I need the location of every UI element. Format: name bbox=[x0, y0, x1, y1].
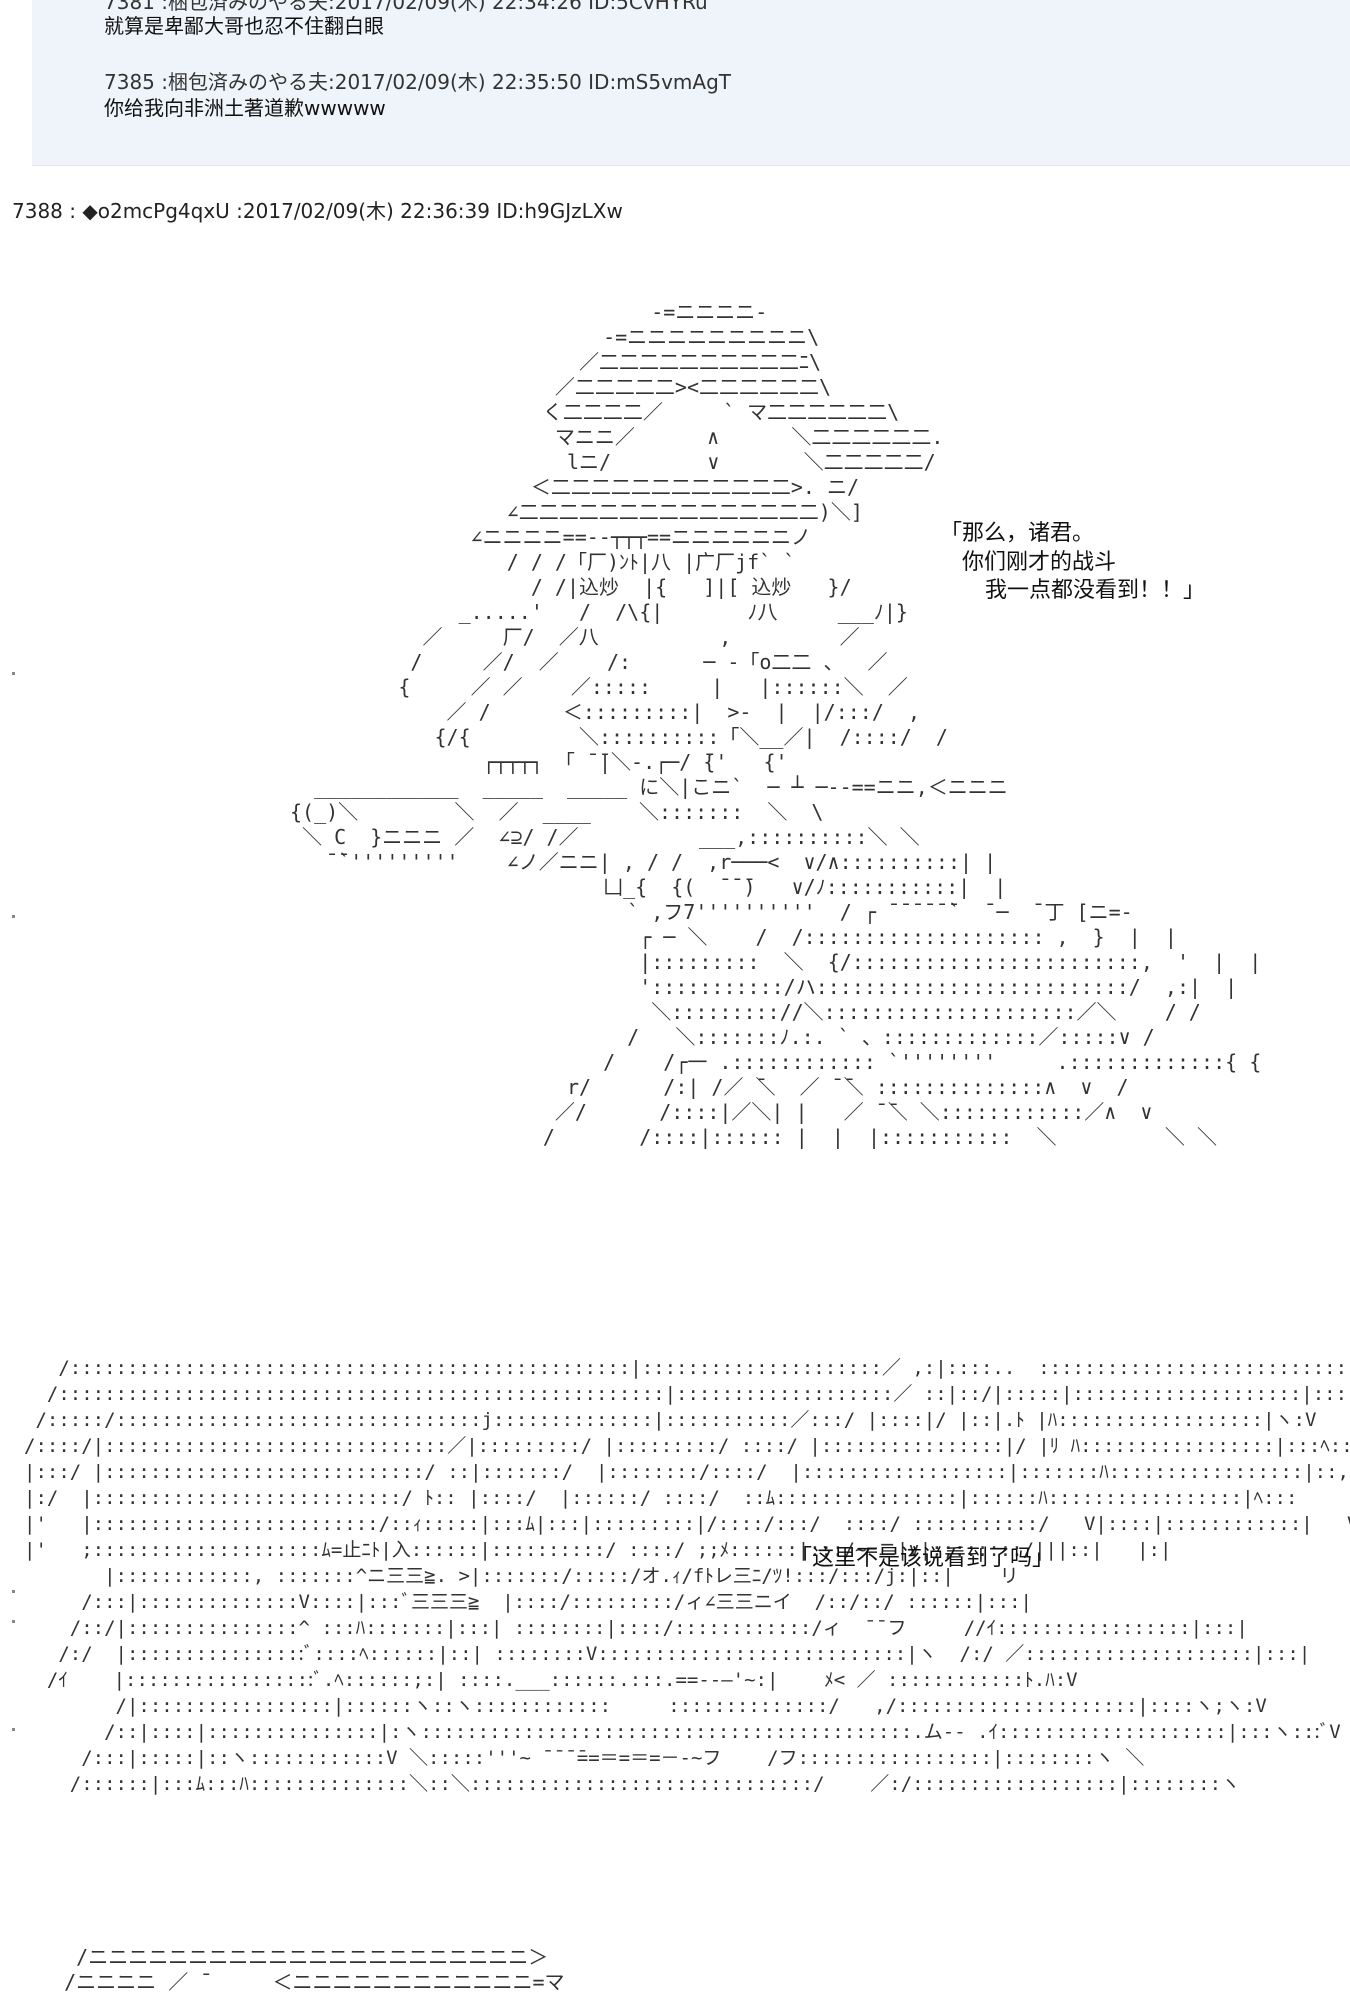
post-header: 7388 : ◆o2mcPg4qxU :2017/02/09(木) 22:36:… bbox=[12, 199, 623, 223]
margin-dot bbox=[12, 672, 15, 675]
quoted-post-meta: 7385 :梱包済みのやる夫:2017/02/09(木) 22:35:50 ID… bbox=[104, 70, 732, 94]
quoted-post-text: 就算是卑鄙大哥也忍不住翻白眼 bbox=[104, 14, 384, 38]
speech-bubble-line: 我一点都没看到！！」 bbox=[985, 578, 1206, 603]
speech-bubble-line: 你们刚才的战斗 bbox=[962, 550, 1117, 575]
quoted-posts: 7381 :梱包済みのやる夫:2017/02/09(木) 22:34:26 ID… bbox=[32, 0, 1350, 166]
speech-bubble-line: 「那么，诸君。 bbox=[940, 521, 1095, 546]
ascii-art-bottom: /ニニニニニニニニニニニニニニニニニニニニニニ＞ /ニニニニ ／ ̄ ＜ニニニニ… bbox=[64, 1945, 565, 1994]
quoted-post-text: 你给我向非洲土著道歉wwwww bbox=[104, 96, 386, 120]
speech-bubble-line: 「这里不是该说看到了吗」 bbox=[790, 1546, 1055, 1571]
margin-dot bbox=[12, 1590, 15, 1593]
margin-dot bbox=[12, 915, 15, 918]
quoted-post-meta-cut: 7381 :梱包済みのやる夫:2017/02/09(木) 22:34:26 ID… bbox=[104, 0, 708, 14]
ascii-art-cliff: /:::::::::::::::::::::::::::::::::::::::… bbox=[24, 1357, 1350, 1795]
margin-dot bbox=[12, 1620, 15, 1623]
ascii-art-figure: -=ニニニニ- -=ニニニニニニニニニ\ ／二二二二二二二二二二ﾆ\ ／二二二二… bbox=[290, 300, 1262, 1149]
margin-dot bbox=[12, 1728, 15, 1731]
